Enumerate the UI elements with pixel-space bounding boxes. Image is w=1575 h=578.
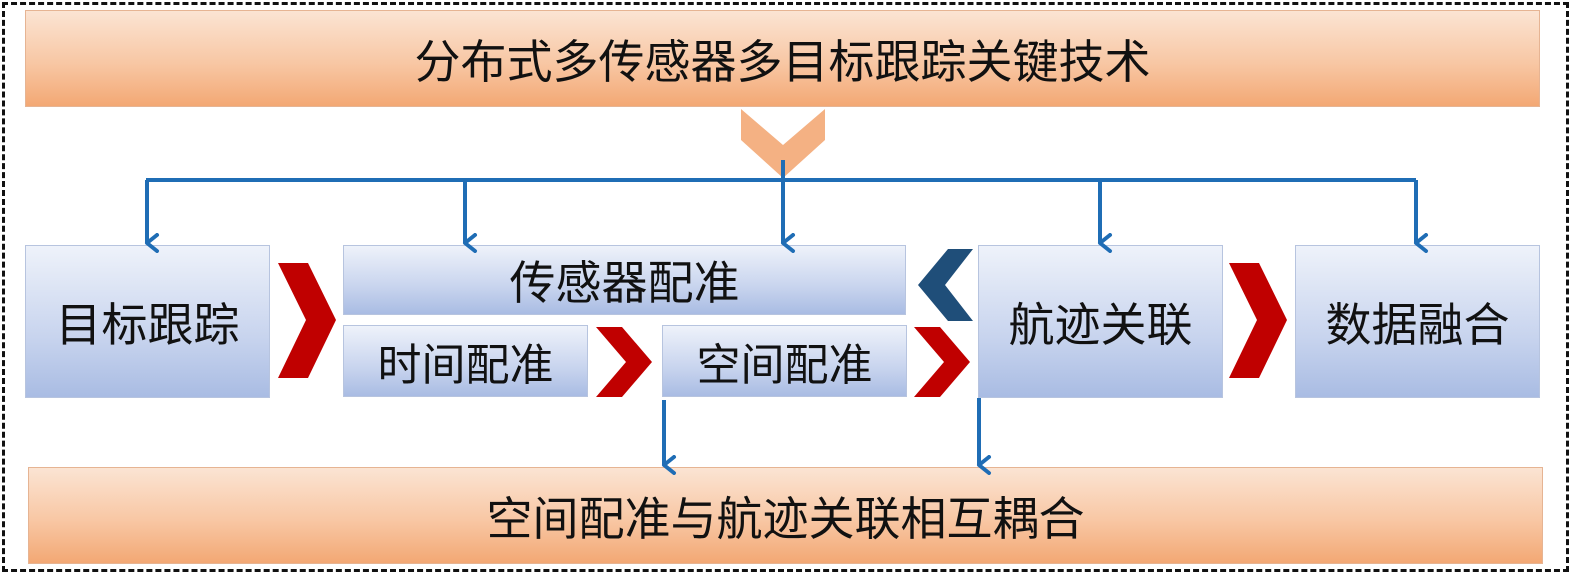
module-data-fusion: 数据融合 (1295, 245, 1540, 398)
chevron-right-icon (914, 327, 970, 397)
title-banner: 分布式多传感器多目标跟踪关键技术 (25, 10, 1540, 107)
module-space-registration: 空间配准 (662, 325, 907, 397)
module-target-tracking: 目标跟踪 (25, 245, 270, 398)
module-time-registration: 时间配准 (343, 325, 588, 397)
module-sensor-registration: 传感器配准 (343, 245, 906, 315)
module-sensor-registration-label: 传感器配准 (509, 256, 740, 310)
module-track-association: 航迹关联 (978, 245, 1223, 398)
module-target-tracking-label: 目标跟踪 (55, 297, 240, 352)
chevron-right-icon (596, 327, 652, 397)
module-track-association-label: 航迹关联 (1008, 297, 1193, 352)
chevron-left-icon (918, 249, 973, 321)
module-time-registration-label: 时间配准 (377, 340, 554, 391)
title-text: 分布式多传感器多目标跟踪关键技术 (414, 34, 1151, 89)
module-data-fusion-label: 数据融合 (1325, 297, 1510, 352)
chevron-right-icon (1229, 263, 1287, 378)
module-space-registration-label: 空间配准 (696, 340, 873, 391)
chevron-right-icon (278, 263, 336, 378)
bottom-banner-text: 空间配准与航迹关联相互耦合 (486, 491, 1085, 546)
bottom-banner: 空间配准与航迹关联相互耦合 (28, 467, 1543, 564)
